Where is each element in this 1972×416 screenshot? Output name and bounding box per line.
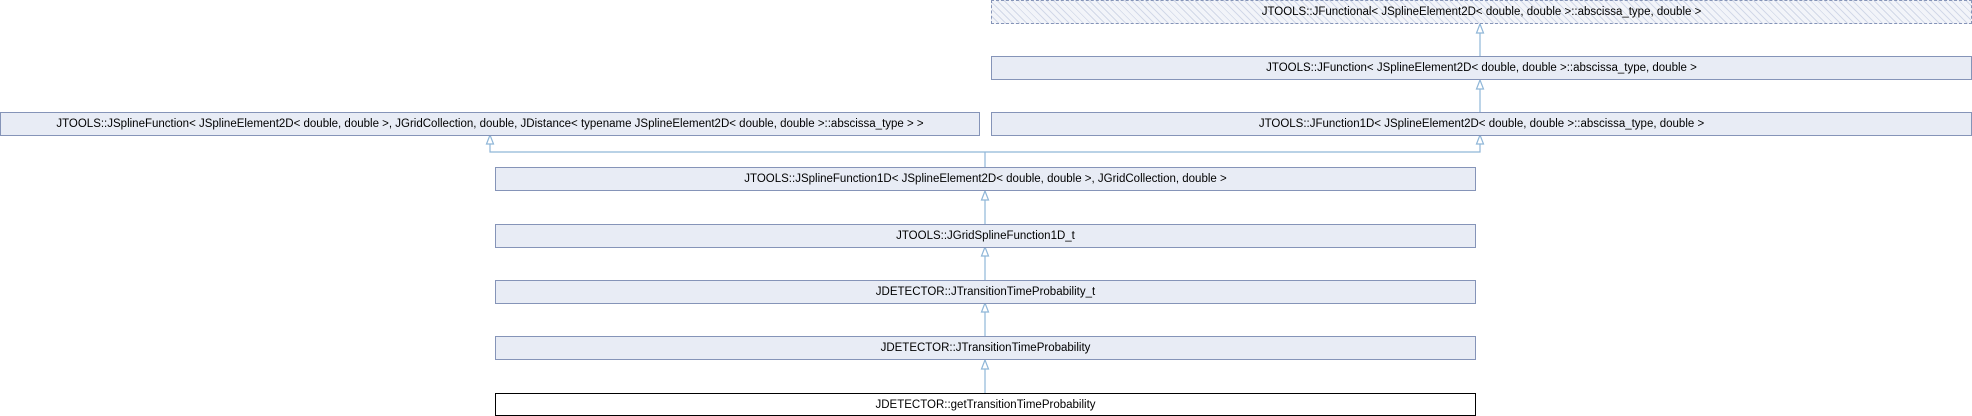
node-jfunction[interactable]: JTOOLS::JFunction< JSplineElement2D< dou… bbox=[991, 56, 1972, 80]
node-gettransitiontimeprobability[interactable]: JDETECTOR::getTransitionTimeProbability bbox=[495, 393, 1476, 416]
node-jtransitiontimeprobability-t[interactable]: JDETECTOR::JTransitionTimeProbability_t bbox=[495, 280, 1476, 304]
node-jfunction1d[interactable]: JTOOLS::JFunction1D< JSplineElement2D< d… bbox=[991, 112, 1972, 136]
node-jtransitiontimeprobability[interactable]: JDETECTOR::JTransitionTimeProbability bbox=[495, 336, 1476, 360]
edge-arrowhead bbox=[485, 133, 495, 145]
edge-arrowhead bbox=[980, 189, 990, 201]
node-jsplinefunction[interactable]: JTOOLS::JSplineFunction< JSplineElement2… bbox=[0, 112, 980, 136]
edge-arrowhead bbox=[980, 301, 990, 313]
edge-arrowhead bbox=[1475, 22, 1485, 34]
edge-splinefunction1d-to-parents bbox=[489, 135, 1481, 167]
edge-arrowhead bbox=[980, 358, 990, 370]
node-jfunctional[interactable]: JTOOLS::JFunctional< JSplineElement2D< d… bbox=[991, 0, 1972, 24]
edge-arrowhead bbox=[1475, 133, 1485, 145]
node-jsplinefunction1d[interactable]: JTOOLS::JSplineFunction1D< JSplineElemen… bbox=[495, 167, 1476, 191]
node-jgridsplinefunction1d-t[interactable]: JTOOLS::JGridSplineFunction1D_t bbox=[495, 224, 1476, 248]
edge-arrowhead bbox=[1475, 78, 1485, 90]
edge-arrowhead bbox=[980, 245, 990, 257]
